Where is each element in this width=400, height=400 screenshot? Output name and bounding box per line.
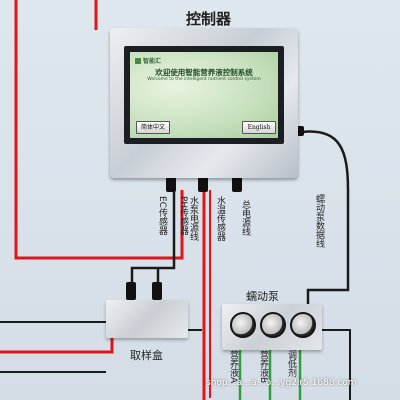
pump-head-icon <box>230 312 256 338</box>
pump-outlet-hose <box>322 329 351 400</box>
sample-box-label: 取样盒 <box>130 349 163 362</box>
nutrient-b-label: 营养液B <box>258 350 268 384</box>
pump-data-cable <box>301 130 350 304</box>
red-wire-left-loop <box>14 0 184 260</box>
brand-text: 智能汇 <box>143 58 162 65</box>
peristaltic-pump <box>222 304 322 350</box>
nutrient-a-label: 营养液A <box>228 350 238 384</box>
pump-head-icon <box>290 312 316 338</box>
pump-head-icon <box>260 312 286 338</box>
pump-data-label: 蠕动泵数据线 <box>314 194 324 248</box>
brand-logo: 智能汇 <box>135 56 161 65</box>
screen-bezel: 智能汇 欢迎使用智能营养液控制系统 Welcome to the intelli… <box>124 46 284 144</box>
connector-ec <box>166 176 176 192</box>
ec-sensor-label: EC传感器 <box>157 196 167 235</box>
ph-down-label: 调低剂 <box>286 350 296 377</box>
controller-unit: 智能汇 欢迎使用智能营养液控制系统 Welcome to the intelli… <box>110 28 298 178</box>
english-language-button[interactable]: English <box>242 121 276 134</box>
controller-label: 控制器 <box>186 10 232 28</box>
shop-watermark: shop…a…a…o…yg2lr5.1688.com <box>206 378 357 388</box>
water-temp-label: 水温传感器 <box>215 196 225 241</box>
sample-connector-1 <box>126 282 136 300</box>
welcome-subtitle: Welcome to the intelligent nutrient cont… <box>147 77 261 82</box>
brand-leaf-icon <box>135 58 141 64</box>
chinese-language-button[interactable]: 简体中文 <box>136 121 170 134</box>
pump-power-label: 水泵电源线 <box>188 196 198 241</box>
touch-screen: 智能汇 欢迎使用智能营养液控制系统 Welcome to the intelli… <box>130 52 278 138</box>
pump-label: 蠕动泵 <box>246 290 279 303</box>
connector-main-power <box>232 176 242 192</box>
main-power-label: 总电源线 <box>240 200 250 236</box>
connector-pump-power <box>198 176 208 192</box>
welcome-title: 欢迎使用智能营养液控制系统 <box>155 68 253 77</box>
sample-connector-2 <box>152 282 162 300</box>
sample-hose-2 <box>0 338 114 354</box>
ph-sensor-label: PH传感器 <box>178 196 188 236</box>
sample-box <box>106 300 188 338</box>
